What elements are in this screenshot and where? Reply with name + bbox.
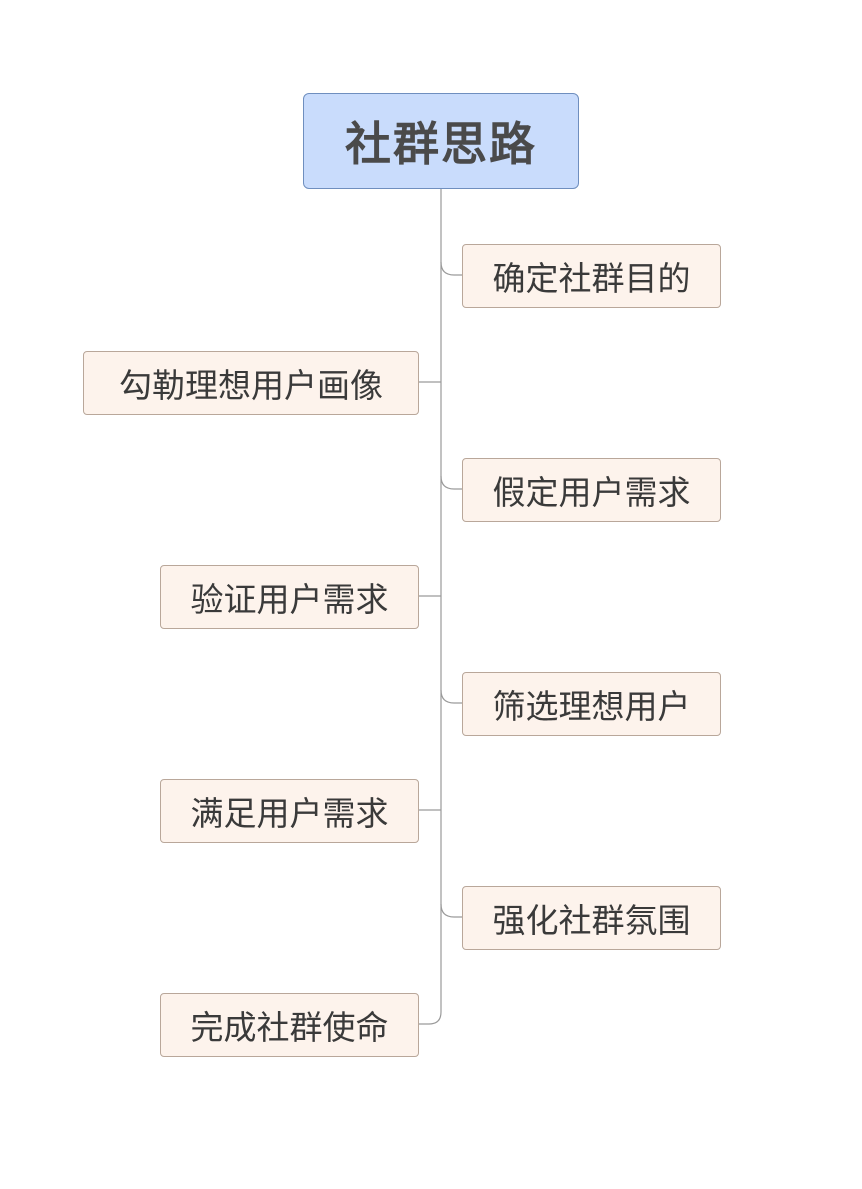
branch-connector-8 [419,1011,442,1025]
branch-connector-5 [440,689,462,704]
branch-connector-7 [440,903,462,918]
topic-screen-ideal-users[interactable]: 筛选理想用户 [462,672,721,736]
topic-assume-user-needs[interactable]: 假定用户需求 [462,458,721,522]
topic-confirm-community-purpose[interactable]: 确定社群目的 [462,244,721,308]
branch-connector-1 [440,261,462,276]
topic-satisfy-user-needs[interactable]: 满足用户需求 [160,779,419,843]
branch-connector-3 [440,475,462,490]
topic-strengthen-community-atmosphere[interactable]: 强化社群氛围 [462,886,721,950]
topic-outline-ideal-user-persona[interactable]: 勾勒理想用户画像 [83,351,419,415]
topic-complete-community-mission[interactable]: 完成社群使命 [160,993,419,1057]
topic-verify-user-needs[interactable]: 验证用户需求 [160,565,419,629]
root-topic[interactable]: 社群思路 [303,93,579,189]
